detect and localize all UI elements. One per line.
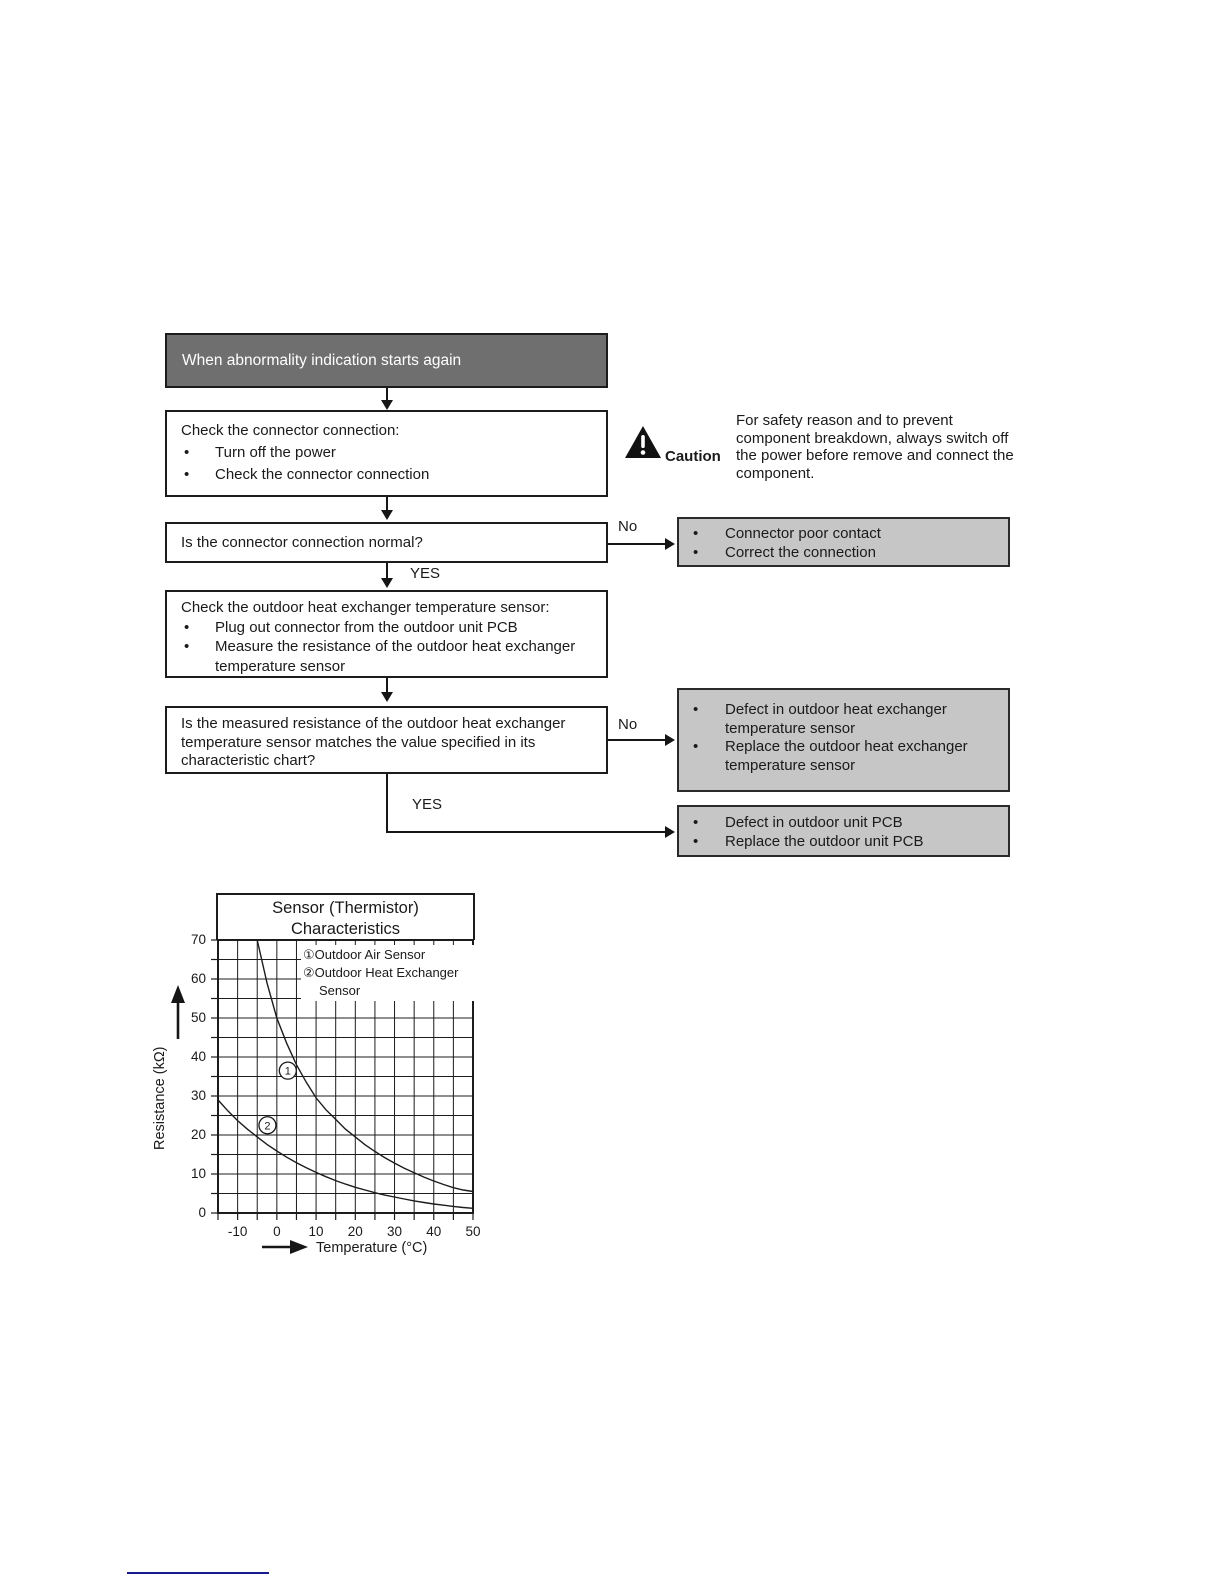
arrow-right-icon [665,538,675,550]
flow-question-resistance-match: Is the measured resistance of the outdoo… [165,706,608,774]
step-bullet: • Measure the resistance of the outdoor … [181,637,600,676]
flow-start-label: When abnormality indication starts again [182,351,462,369]
y-axis-title: Resistance (kΩ) [152,1046,168,1150]
y-axis-up-arrow-icon [171,985,185,1039]
y-tick-label: 40 [190,1049,206,1064]
flow-result-pcb-defect: • Defect in outdoor unit PCB • Replace t… [677,805,1010,857]
caution-warning-icon [625,426,661,458]
svg-text:1: 1 [285,1066,291,1078]
bullet-text: Defect in outdoor unit PCB [725,814,903,831]
bullet-dot: • [693,701,699,718]
result-bullet: • Connector poor contact [679,524,1008,543]
step-title: Check the connector connection: [181,422,400,439]
flow-result-poor-contact: • Connector poor contact • Correct the c… [677,517,1010,567]
chart-legend: ①Outdoor Air Sensor ②Outdoor Heat Exchan… [301,945,475,1001]
flow-result-sensor-defect: • Defect in outdoor heat exchanger tempe… [677,688,1010,792]
y-tick-label: 0 [198,1205,206,1220]
yes-label: YES [408,565,443,582]
x-tick-label: 40 [426,1224,442,1239]
flow-connector-line [386,831,666,833]
no-label: No [616,518,640,535]
flow-question-connector-normal: Is the connector connection normal? [165,522,608,563]
x-tick-label: 20 [347,1224,363,1239]
bullet-dot: • [184,618,190,636]
bullet-dot: • [693,544,699,561]
bullet-text: Connector poor contact [725,525,881,542]
bullet-dot: • [693,525,699,542]
flow-connector-line [386,774,388,833]
flow-connector-line [608,739,666,741]
question-text: Is the connector connection normal? [181,533,423,551]
step-bullet: • Turn off the power [181,442,600,464]
legend-item-heat-exchanger-sensor: ②Outdoor Heat Exchanger Sensor [303,964,475,999]
x-tick-label: 0 [273,1224,281,1239]
x-axis-title: Temperature (°C) [316,1240,428,1256]
result-bullet: • Replace the outdoor heat exchanger tem… [679,738,1008,775]
flow-connector-line [386,563,388,579]
step-bullet: • Plug out connector from the outdoor un… [181,618,600,638]
legend-label: Outdoor Air Sensor [314,947,426,962]
result-bullet: • Defect in outdoor unit PCB [679,813,1008,832]
bullet-text: Defect in outdoor heat exchanger tempera… [725,701,947,737]
chart-plot-area: 1 2 ①Outdoor Air Sensor ②Outdoor Heat Exc… [211,939,475,1220]
arrow-right-icon [665,826,675,838]
flow-start-box: When abnormality indication starts again [165,333,608,388]
bullet-dot: • [184,444,190,461]
x-tick-label: -10 [227,1224,248,1239]
y-tick-label: 20 [190,1127,206,1142]
bullet-dot: • [693,833,699,850]
arrow-down-icon [381,578,393,588]
arrow-down-icon [381,692,393,702]
arrow-down-icon [381,400,393,410]
step-bullet: • Check the connector connection [181,464,600,486]
svg-text:2: 2 [264,1120,270,1132]
bullet-dot: • [184,638,190,655]
arrow-down-icon [381,510,393,520]
result-bullet: • Defect in outdoor heat exchanger tempe… [679,701,1008,738]
bullet-text: Correct the connection [725,544,876,561]
flow-connector-line [386,497,388,511]
bullet-dot: • [693,814,699,831]
x-tick-label: 10 [308,1224,324,1239]
legend-label: Outdoor Heat Exchanger Sensor [314,965,459,998]
bullet-text: Check the connector connection [215,466,430,483]
yes-label: YES [410,796,445,813]
x-tick-label: 50 [465,1224,481,1239]
bullet-text: Turn off the power [215,444,336,461]
chart-title-line2: Characteristics [290,920,401,938]
bullet-text: Measure the resistance of the outdoor he… [215,638,576,675]
bullet-text: Plug out connector from the outdoor unit… [215,618,518,636]
result-bullet: • Correct the connection [679,543,1008,562]
bullet-text: Replace the outdoor unit PCB [725,833,924,850]
y-tick-label: 70 [190,932,206,947]
circled-1-icon: ① [303,948,315,963]
sensor-characteristics-chart: Sensor (Thermistor) Characteristics 1 2 ①… [150,883,510,1283]
circled-2-icon: ② [303,966,315,981]
bullet-dot: • [184,466,190,483]
y-tick-label: 30 [190,1088,206,1103]
y-tick-label: 50 [190,1010,206,1025]
flow-connector-line [608,543,666,545]
result-bullet: • Replace the outdoor unit PCB [679,832,1008,851]
question-text: Is the measured resistance of the outdoo… [181,715,566,769]
x-tick-label: 30 [387,1224,403,1239]
legend-item-air-sensor: ①Outdoor Air Sensor [303,946,475,964]
chart-title: Sensor (Thermistor) Characteristics [216,893,475,940]
arrow-right-icon [665,734,675,746]
chart-title-line1: Sensor (Thermistor) [272,899,419,917]
flow-connector-line [386,678,388,693]
footer-link-rule [127,1572,269,1574]
flow-connector-line [386,388,388,401]
bullet-text: Replace the outdoor heat exchanger tempe… [725,738,968,774]
bullet-dot: • [693,738,699,755]
x-axis-right-arrow-icon [262,1240,308,1254]
no-label: No [616,716,640,733]
y-tick-label: 60 [190,971,206,986]
y-tick-label: 10 [190,1166,206,1181]
flow-step-check-connector: Check the connector connection: • Turn o… [165,410,608,497]
flow-step-check-sensor: Check the outdoor heat exchanger tempera… [165,590,608,678]
caution-text: For safety reason and to prevent compone… [736,412,1014,482]
caution-label: Caution [665,448,721,465]
step-title: Check the outdoor heat exchanger tempera… [181,599,550,616]
